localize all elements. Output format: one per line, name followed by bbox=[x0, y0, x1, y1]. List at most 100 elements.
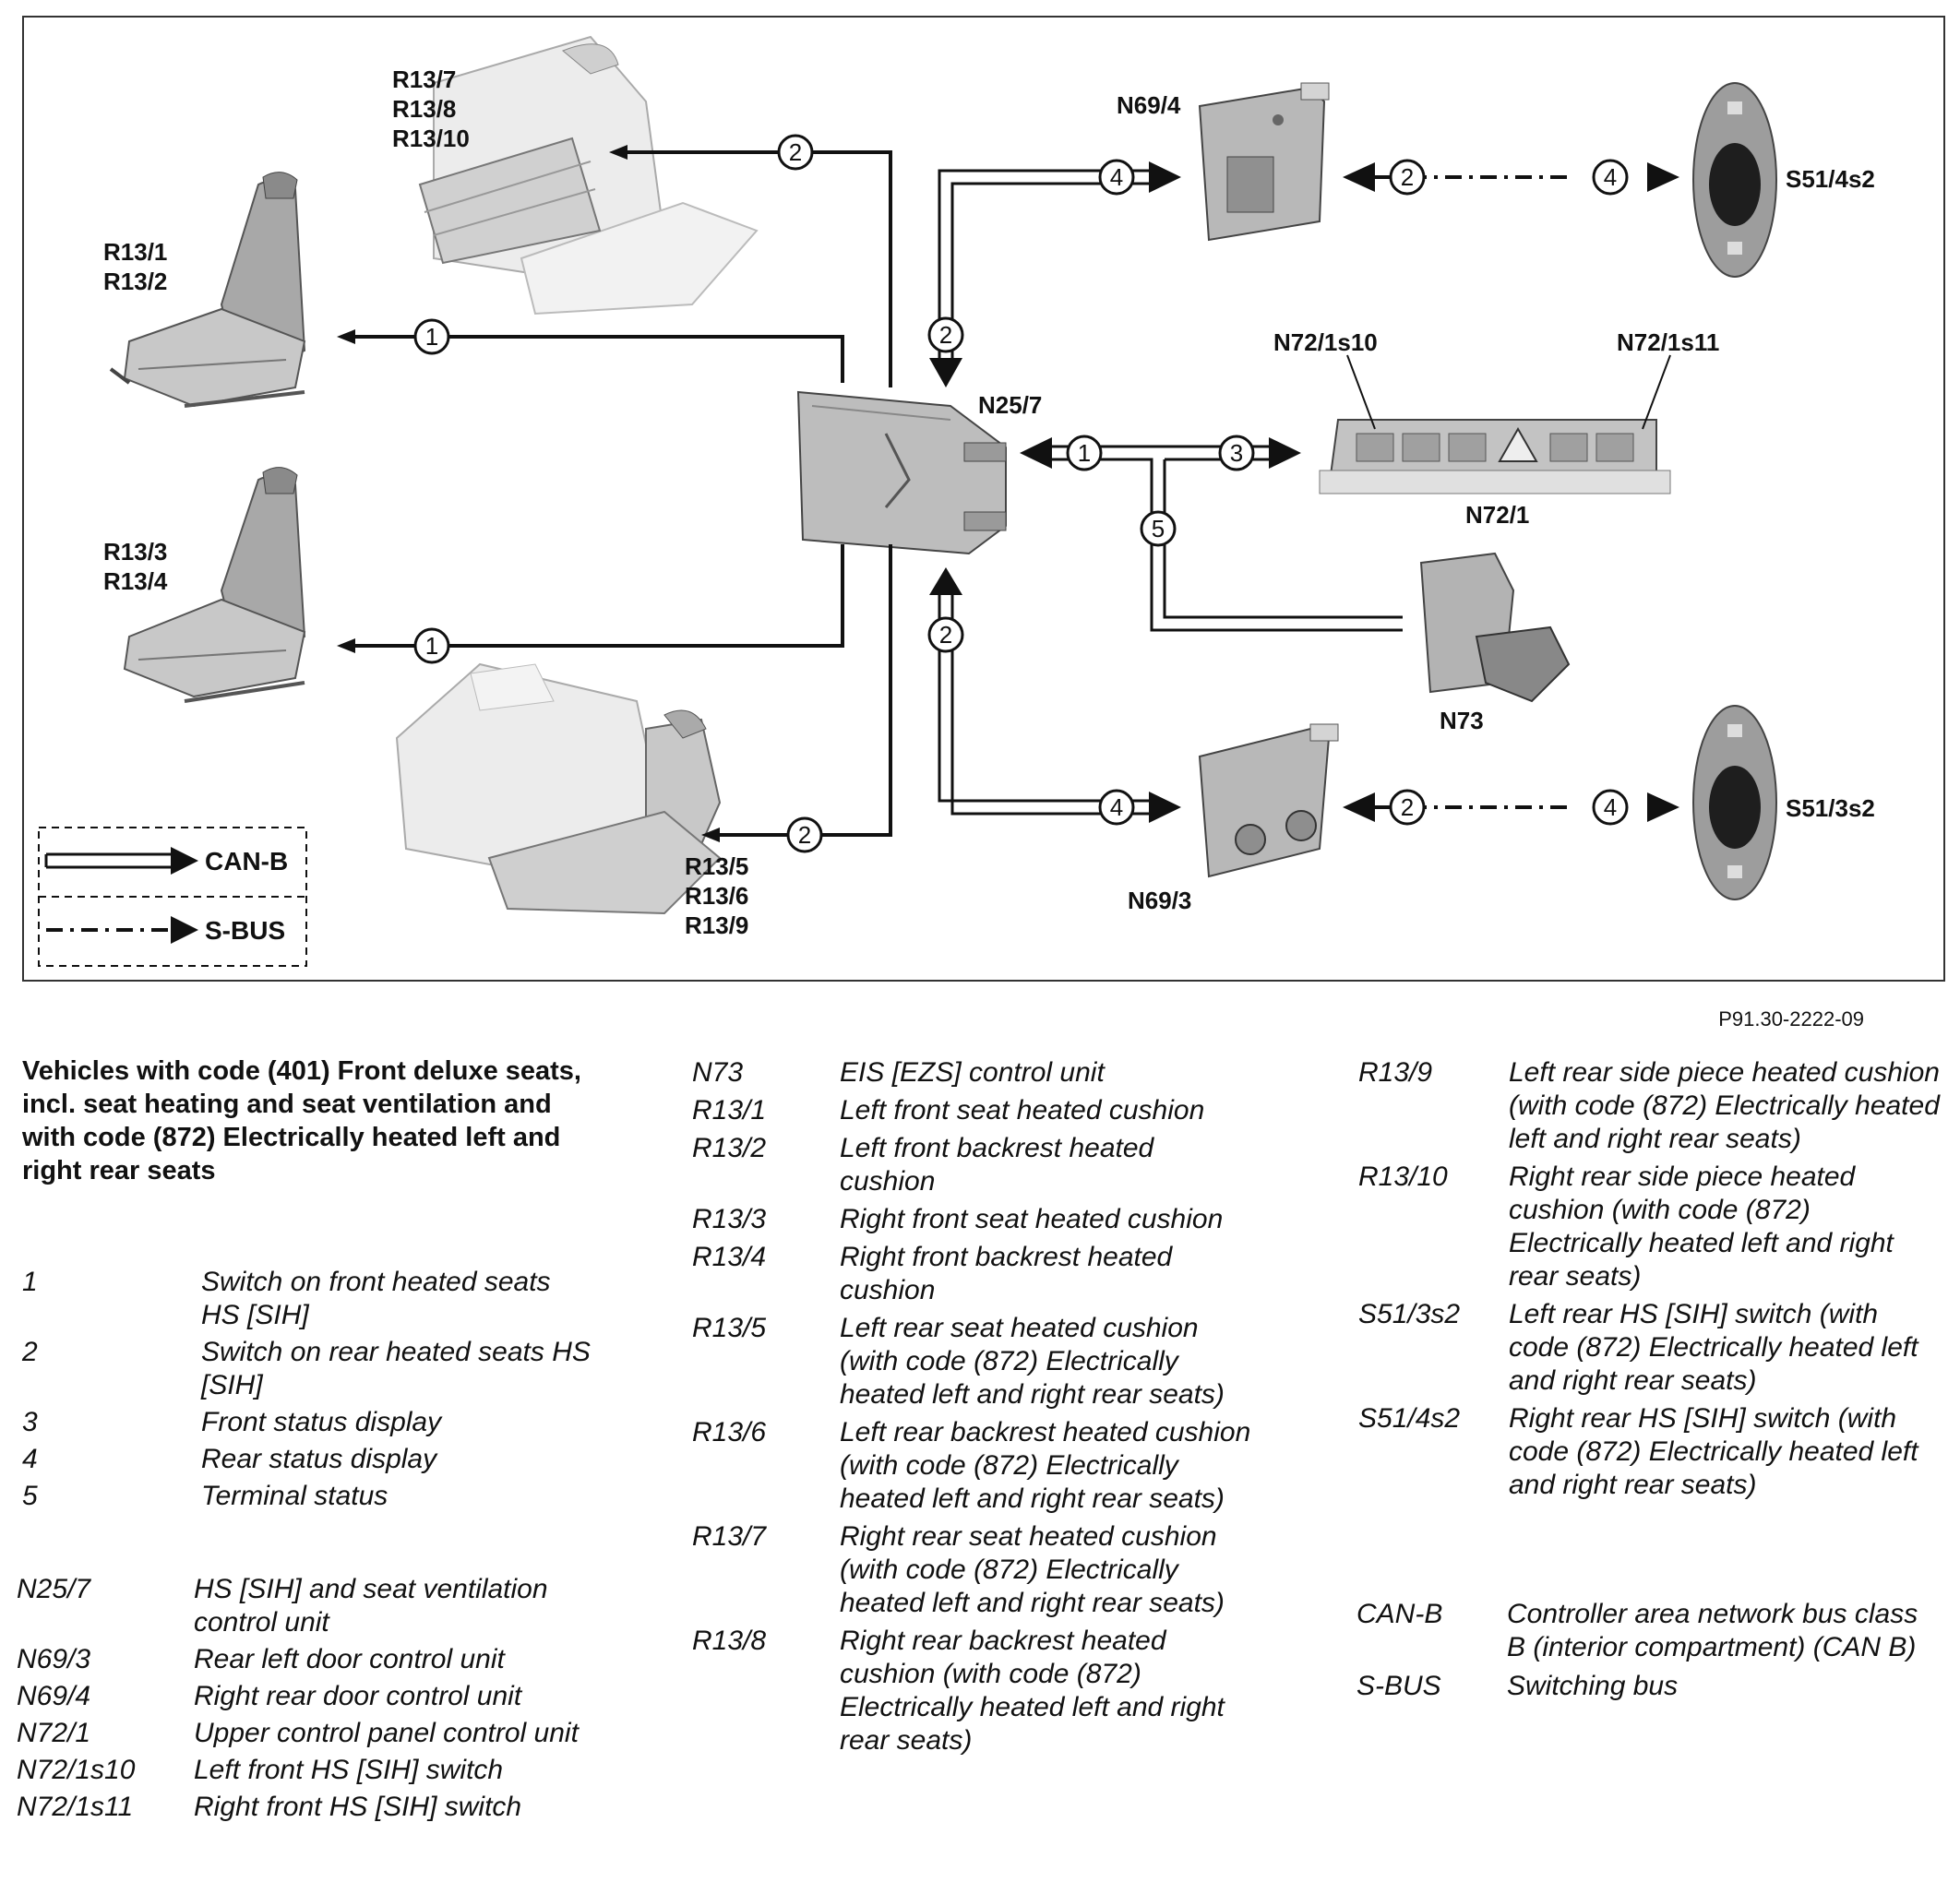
reference-code: P91.30-2222-09 bbox=[1718, 1007, 1864, 1030]
legend-desc: Left front backrest heated cushion bbox=[840, 1133, 1154, 1197]
legend-item: 1 Switch on front heated seats HS [SIH] bbox=[22, 1266, 594, 1332]
legend-desc: Switching bus bbox=[1507, 1671, 1679, 1701]
legend-code: 4 bbox=[22, 1444, 38, 1474]
legend-desc: Rear left door control unit bbox=[194, 1644, 505, 1674]
svg-text:R13/9: R13/9 bbox=[685, 911, 748, 939]
legend-desc: Left rear HS [SIH] switch (with code (87… bbox=[1509, 1299, 1918, 1396]
s51-4s2-switch-image bbox=[1692, 82, 1777, 278]
can-b-n69-3 bbox=[938, 595, 1149, 816]
legend-desc: Left rear backrest heated cushion (with … bbox=[840, 1417, 1251, 1514]
wiring-diagram: 1 1 2 2 2 2 4 4 1 3 5 2 bbox=[22, 16, 1945, 982]
legend-code: R13/10 bbox=[1358, 1161, 1448, 1192]
legend-code: R13/9 bbox=[1358, 1057, 1433, 1088]
n69-4-arrow bbox=[1149, 161, 1181, 193]
svg-text:4: 4 bbox=[1604, 163, 1617, 191]
marker-sbus-top-right: 4 bbox=[1592, 159, 1629, 196]
svg-text:3: 3 bbox=[1230, 439, 1243, 467]
legend-desc: Switch on front heated seats HS [SIH] bbox=[201, 1267, 551, 1330]
legend-code: N72/1 bbox=[17, 1718, 91, 1748]
legend-desc: EIS [EZS] control unit bbox=[840, 1057, 1105, 1088]
label-r13-3-4: R13/3 R13/4 bbox=[103, 538, 168, 595]
legend-item: R13/6 Left rear backrest heated cushion (… bbox=[692, 1416, 1255, 1516]
svg-text:2: 2 bbox=[789, 138, 802, 166]
label-s51-3s2: S51/3s2 bbox=[1786, 794, 1875, 822]
svg-text:R13/10: R13/10 bbox=[392, 125, 470, 152]
n72-1s11-pointer bbox=[1642, 354, 1671, 430]
legend-item: S51/3s2 Left rear HS [SIH] switch (with c… bbox=[1358, 1298, 1940, 1398]
marker-n25-bottom: 2 bbox=[927, 616, 964, 653]
front-seat-wires bbox=[355, 335, 844, 648]
svg-text:R13/2: R13/2 bbox=[103, 268, 167, 295]
marker-rear-upper: 2 bbox=[777, 134, 814, 171]
n25-7-bottom-arrow bbox=[929, 567, 962, 595]
s51-3s2-switch-image bbox=[1692, 705, 1777, 900]
legend-code: S51/3s2 bbox=[1358, 1299, 1461, 1329]
svg-text:2: 2 bbox=[939, 321, 952, 349]
rear-right-arrow bbox=[609, 145, 627, 160]
svg-text:R13/7: R13/7 bbox=[392, 66, 456, 93]
front-right-seat-image bbox=[123, 467, 306, 703]
svg-text:R13/1: R13/1 bbox=[103, 238, 167, 266]
marker-n72-right: 3 bbox=[1218, 435, 1255, 471]
legend-code: 3 bbox=[22, 1407, 38, 1437]
legend-code: N72/1s11 bbox=[17, 1792, 134, 1822]
legend-numbers: 1 Switch on front heated seats HS [SIH] 2… bbox=[22, 1266, 594, 1517]
n69-3-arrow bbox=[1149, 792, 1181, 823]
svg-text:R13/3: R13/3 bbox=[103, 538, 167, 566]
n25-7-control-unit bbox=[796, 390, 1007, 555]
marker-n69-3-feed: 4 bbox=[1098, 789, 1135, 826]
legend-code: N69/4 bbox=[17, 1681, 91, 1711]
n72-1-arrow bbox=[1269, 437, 1301, 469]
n72-1s10-pointer bbox=[1346, 354, 1376, 430]
legend-desc: Right front HS [SIH] switch bbox=[194, 1792, 522, 1822]
legend-item: N72/1s11 Right front HS [SIH] switch bbox=[17, 1791, 593, 1824]
marker-rear-lower: 2 bbox=[786, 816, 823, 853]
svg-text:4: 4 bbox=[1110, 793, 1123, 821]
svg-text:4: 4 bbox=[1110, 163, 1123, 191]
legend-code: R13/6 bbox=[692, 1417, 767, 1447]
front-right-arrow bbox=[337, 638, 355, 653]
legend-code: 1 bbox=[22, 1267, 38, 1297]
legend-code: S51/4s2 bbox=[1358, 1403, 1461, 1434]
can-b-legend-label: CAN-B bbox=[205, 847, 288, 875]
rear-seat-wires bbox=[627, 150, 892, 837]
marker-front-left-lower: 1 bbox=[413, 627, 450, 664]
legend-code: N69/3 bbox=[17, 1644, 91, 1674]
legend-desc: Right rear seat heated cushion (with cod… bbox=[840, 1521, 1225, 1618]
legend-desc: Switch on rear heated seats HS [SIH] bbox=[201, 1337, 591, 1400]
n73-ignition-unit bbox=[1419, 552, 1571, 703]
marker-sbus-bottom-right: 4 bbox=[1592, 789, 1629, 826]
label-n25-7: N25/7 bbox=[978, 391, 1042, 419]
svg-text:1: 1 bbox=[1078, 439, 1091, 467]
legend-code: N72/1s10 bbox=[17, 1755, 136, 1785]
legend-code: N73 bbox=[692, 1057, 744, 1088]
label-n72-1: N72/1 bbox=[1465, 501, 1529, 529]
legend-desc: Controller area network bus class B (int… bbox=[1507, 1599, 1918, 1662]
s-bus-bottom-right-arrow bbox=[1647, 792, 1679, 822]
svg-text:2: 2 bbox=[798, 821, 811, 849]
s-bus-bottom-left-arrow bbox=[1343, 792, 1375, 822]
rear-right-seat-image bbox=[418, 35, 759, 316]
svg-text:R13/6: R13/6 bbox=[685, 882, 748, 910]
svg-text:2: 2 bbox=[1401, 163, 1414, 191]
legend-code: 5 bbox=[22, 1481, 38, 1511]
label-n69-3: N69/3 bbox=[1128, 887, 1191, 914]
marker-sbus-bottom-left: 2 bbox=[1389, 789, 1426, 826]
label-n72-1s10: N72/1s10 bbox=[1273, 328, 1378, 356]
legend-item: N73 EIS [EZS] control unit bbox=[692, 1056, 1255, 1090]
label-r13-1-2: R13/1 R13/2 bbox=[103, 238, 167, 295]
